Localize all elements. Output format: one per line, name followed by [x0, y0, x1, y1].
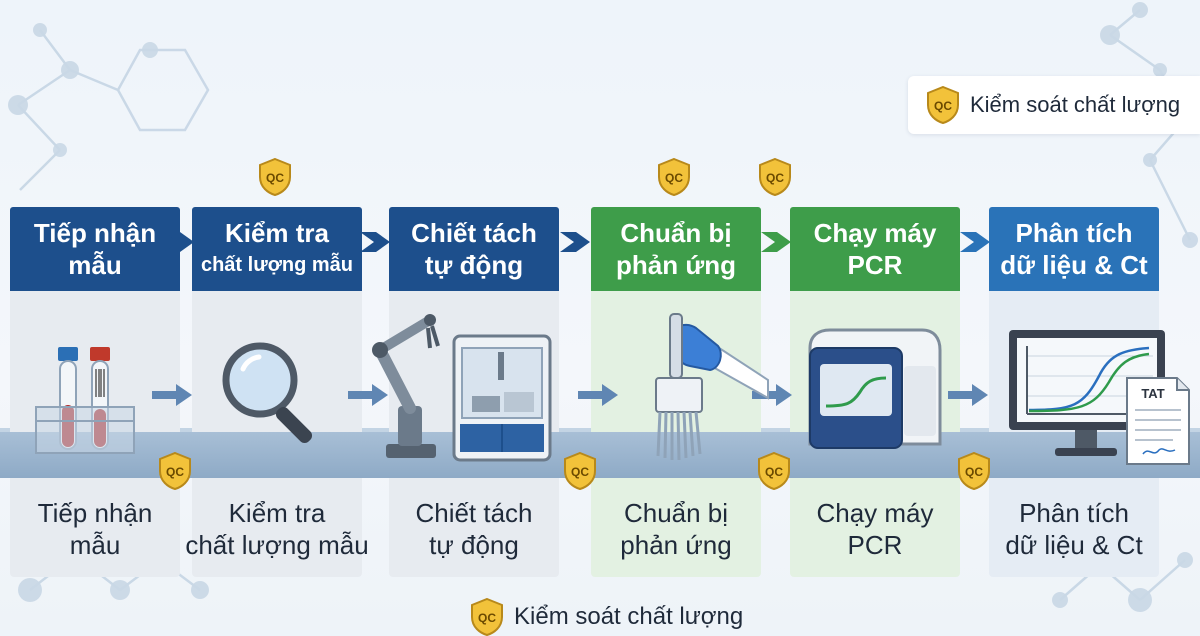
stage-header: Chiết tách tự động	[389, 207, 559, 291]
qc-badge-icon: QC	[259, 158, 291, 196]
stage-caption: Chạy máy PCR	[780, 497, 970, 561]
chevron-right-icon	[360, 232, 390, 252]
stage-caption-line1: Chiết tách	[415, 498, 533, 528]
stage-caption-line1: Tiếp nhận	[37, 498, 153, 528]
stage-caption: Chiết tách tự động	[379, 497, 569, 561]
svg-text:QC: QC	[266, 171, 284, 185]
stage-caption: Tiếp nhận mẫu	[0, 497, 190, 561]
arrow-right-icon	[752, 384, 792, 406]
chevron-right-icon	[164, 232, 194, 252]
stage-header: Kiểm tra chất lượng mẫu	[192, 207, 362, 291]
qc-footer-legend-label: Kiểm soát chất lượng	[514, 603, 744, 630]
stage-header-line2: mẫu	[68, 250, 122, 280]
stage-header-line1: Phân tích	[1015, 218, 1133, 248]
stage-header: Tiếp nhận mẫu	[10, 207, 180, 291]
stage-caption: Kiểm tra chất lượng mẫu	[182, 497, 372, 561]
stage-caption-line1: Chuẩn bị	[623, 498, 729, 528]
stage-header: Chuẩn bị phản ứng	[591, 207, 761, 291]
arrow-right-icon	[578, 384, 618, 406]
stage-caption-line2: dữ liệu & Ct	[1005, 530, 1143, 560]
svg-text:QC: QC	[765, 465, 783, 479]
qc-badge-icon: QC	[159, 452, 191, 490]
stage-header-line1: Chạy máy	[813, 218, 937, 248]
stage-header-line1: Chuẩn bị	[620, 218, 732, 248]
stage-header-line2: dữ liệu & Ct	[1000, 250, 1148, 280]
sample-tubes-icon	[35, 347, 135, 454]
magnifier-icon	[222, 342, 313, 444]
stage-caption: Phân tích dữ liệu & Ct	[979, 497, 1169, 561]
pcr-machine-icon	[808, 328, 942, 449]
qc-badge-icon: QC	[759, 158, 791, 196]
svg-text:QC: QC	[665, 171, 683, 185]
data-analysis-monitor-icon: TAT	[1009, 330, 1190, 465]
stage-header-line2: PCR	[847, 250, 903, 280]
stage-header-line2: phản ứng	[616, 250, 736, 280]
svg-text:QC: QC	[571, 465, 589, 479]
qc-badge-icon: QC	[564, 452, 596, 490]
qc-legend: QC Kiểm soát chất lượng	[908, 76, 1200, 134]
qc-footer-legend: QC Kiểm soát chất lượng	[470, 598, 743, 636]
qc-legend-label: Kiểm soát chất lượng	[970, 92, 1181, 117]
stage-caption-line2: chất lượng mẫu	[185, 530, 369, 560]
chevron-right-icon	[761, 232, 791, 252]
stage-caption-line1: Chạy máy	[816, 498, 934, 528]
qc-badge-icon: QC	[758, 452, 790, 490]
conveyor-belt	[0, 432, 1200, 478]
qc-badge-icon: QC	[471, 598, 503, 636]
stage-caption-line1: Kiểm tra	[228, 498, 326, 528]
stage-caption-line2: PCR	[847, 530, 903, 560]
arrow-right-icon	[152, 384, 192, 406]
qc-badge-icon: QC	[926, 85, 960, 125]
stage-caption: Chuẩn bị phản ứng	[581, 497, 771, 561]
stage-header-line2: chất lượng mẫu	[200, 254, 354, 276]
stage-header: Phân tích dữ liệu & Ct	[989, 207, 1159, 291]
stage-caption-line1: Phân tích	[1019, 498, 1129, 528]
stage-header: Chạy máy PCR	[790, 207, 960, 291]
stage-reaction-prep: Chuẩn bị phản ứng Chuẩn bị phản ứng	[591, 207, 761, 577]
arrow-right-icon	[348, 384, 388, 406]
stage-caption-line2: phản ứng	[620, 530, 732, 560]
svg-text:QC: QC	[766, 171, 784, 185]
multichannel-pipette-icon	[655, 313, 769, 461]
robot-extractor-icon	[372, 314, 552, 462]
stage-header-line1: Chiết tách	[411, 218, 537, 248]
stage-header-line1: Kiểm tra	[224, 218, 330, 248]
qc-badge-icon: QC	[658, 158, 690, 196]
stage-caption-line2: mẫu	[69, 530, 121, 560]
stage-header-line2: tự động	[424, 250, 524, 280]
stage-caption-line2: tự động	[429, 530, 519, 560]
svg-text:QC: QC	[934, 99, 952, 113]
qc-badge-icon: QC	[958, 452, 990, 490]
chevron-right-icon	[960, 232, 990, 252]
svg-text:QC: QC	[478, 611, 496, 625]
chevron-right-icon	[560, 232, 590, 252]
report-label: TAT	[1141, 386, 1164, 401]
svg-text:QC: QC	[166, 465, 184, 479]
svg-text:QC: QC	[965, 465, 983, 479]
stage-header-line1: Tiếp nhận	[33, 218, 157, 248]
arrow-right-icon	[948, 384, 988, 406]
